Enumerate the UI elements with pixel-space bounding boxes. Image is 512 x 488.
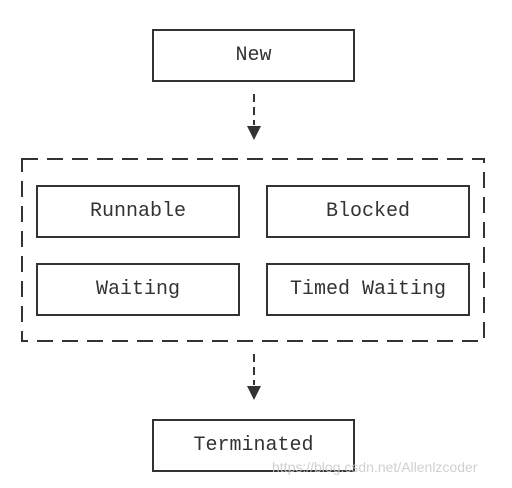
arrow-group-to-terminated <box>247 354 261 400</box>
state-timed-waiting-label: Timed Waiting <box>289 278 447 301</box>
state-blocked: Blocked <box>266 185 470 238</box>
state-blocked-label: Blocked <box>325 200 410 223</box>
state-new: New <box>152 29 355 82</box>
watermark: https://blog.csdn.net/Allenlzcoder <box>272 459 478 475</box>
state-timed-waiting: Timed Waiting <box>266 263 470 316</box>
state-new-label: New <box>235 44 272 67</box>
state-terminated: Terminated <box>152 419 355 472</box>
active-states-group-frame <box>21 158 485 342</box>
state-waiting-label: Waiting <box>95 278 180 301</box>
state-runnable: Runnable <box>36 185 240 238</box>
arrow-new-to-group <box>247 94 261 140</box>
state-terminated-label: Terminated <box>193 434 314 457</box>
state-runnable-label: Runnable <box>89 200 186 223</box>
state-waiting: Waiting <box>36 263 240 316</box>
